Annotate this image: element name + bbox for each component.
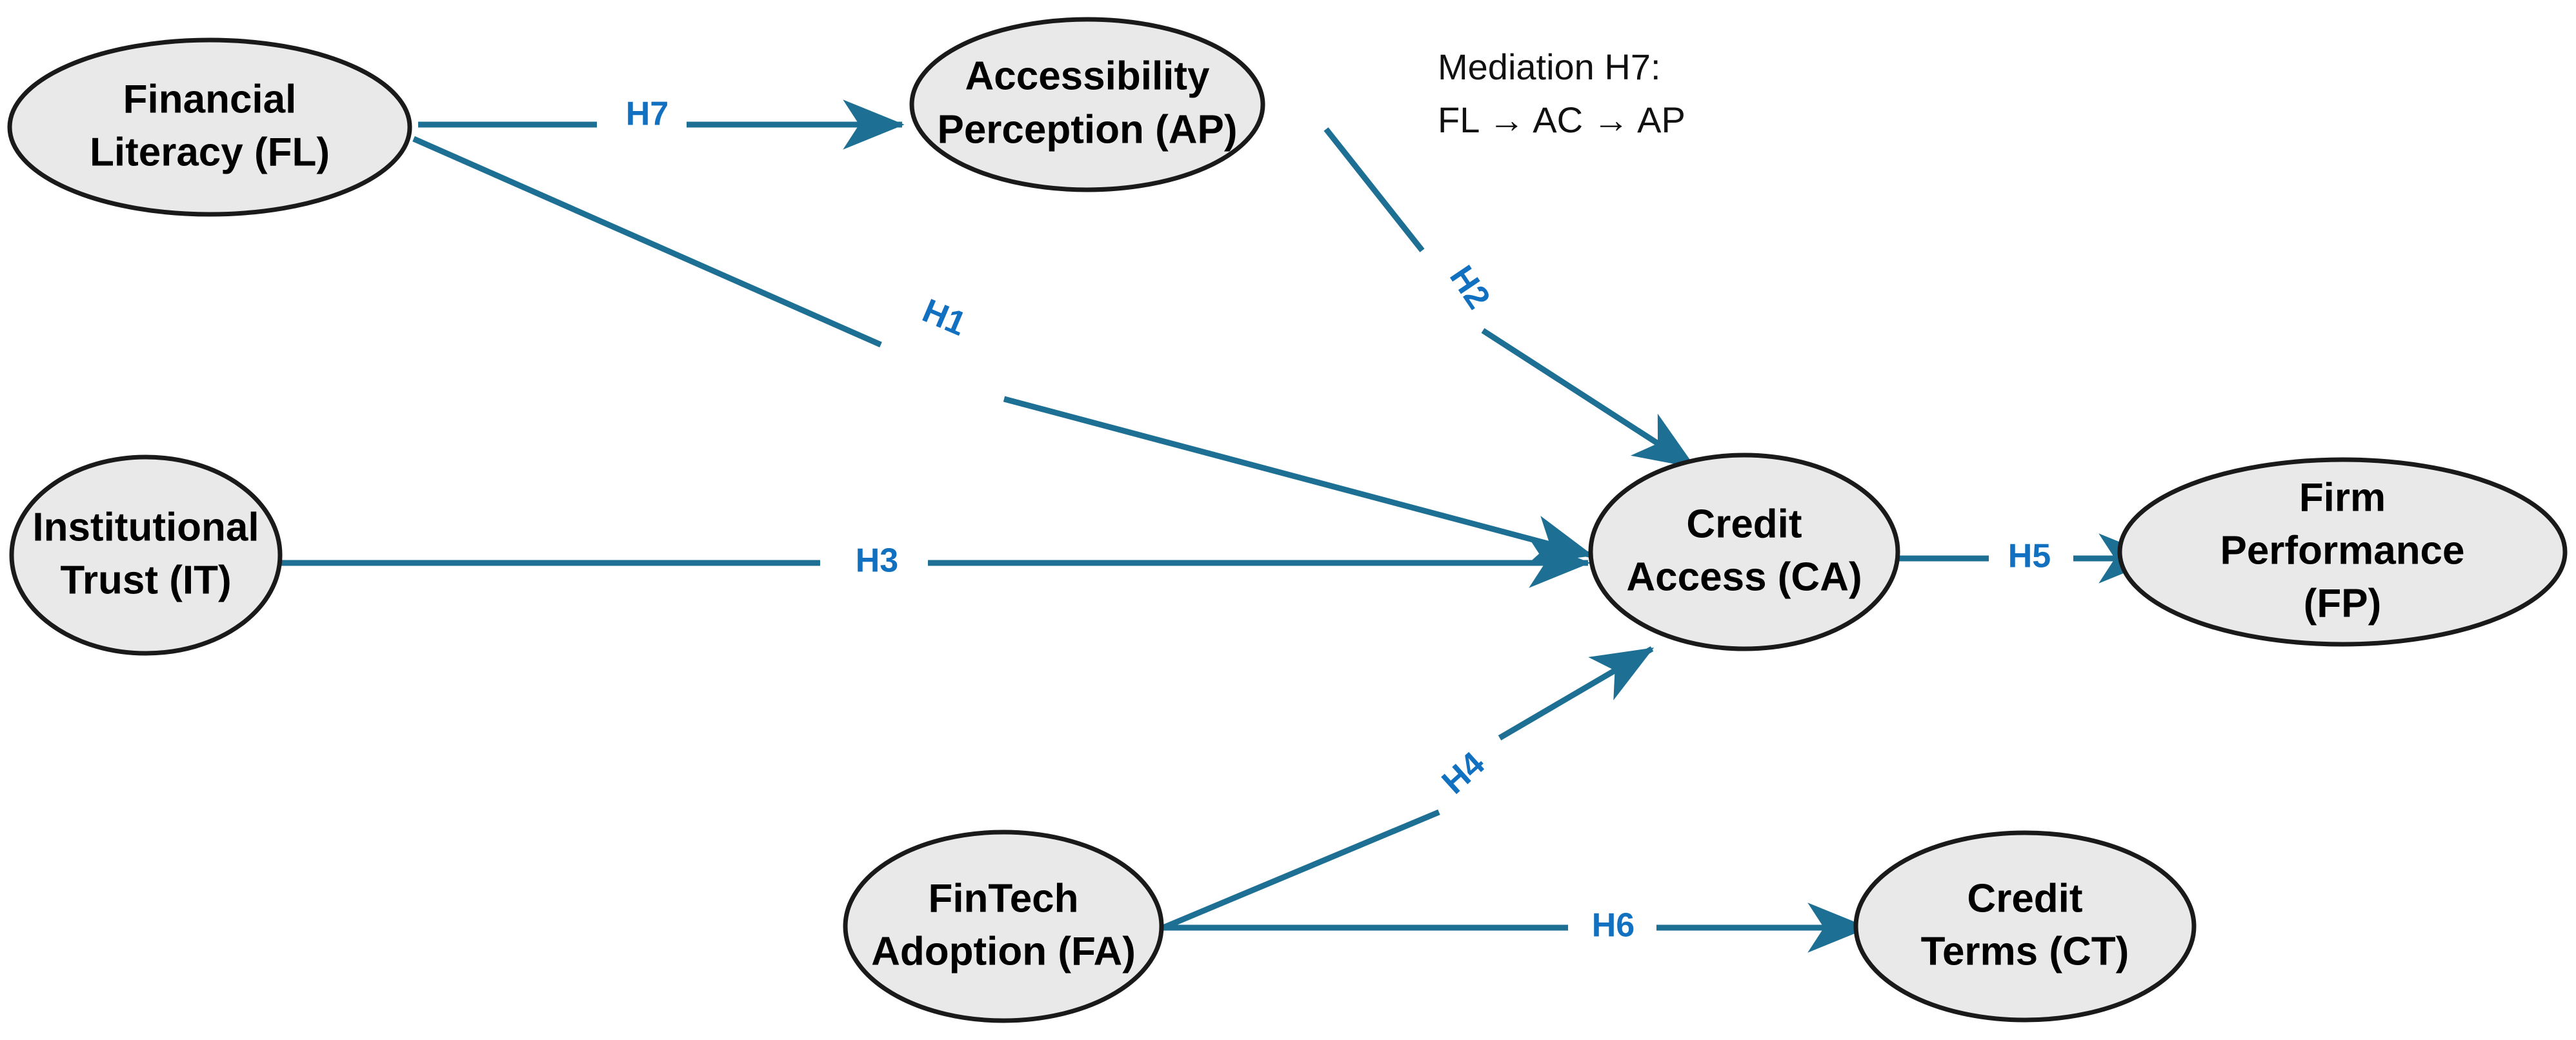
node-accessibility-perception-line-2: Perception (AP) bbox=[937, 107, 1237, 152]
node-firm-performance-line-2: Performance bbox=[2220, 528, 2464, 573]
node-financial-literacy-line-2: Literacy (FL) bbox=[90, 130, 330, 174]
node-credit-access-line-2: Access (CA) bbox=[1626, 555, 1862, 599]
edge-label-h1[interactable]: H1 bbox=[917, 292, 971, 343]
node-institutional-trust-shape bbox=[9, 454, 283, 656]
node-credit-access-line-1: Credit bbox=[1686, 502, 1802, 546]
node-credit-terms[interactable]: Credit Terms (CT) bbox=[1853, 830, 2197, 1023]
node-credit-access-shape bbox=[1588, 453, 1900, 651]
edges-layer bbox=[280, 99, 2160, 953]
edge-label-h7[interactable]: H7 bbox=[626, 96, 669, 133]
node-firm-performance-line-1: Firm bbox=[2299, 475, 2386, 520]
node-fintech-adoption-shape bbox=[843, 830, 1164, 1023]
node-financial-literacy-line-1: Financial bbox=[123, 77, 297, 121]
node-institutional-trust-line-2: Trust (IT) bbox=[60, 558, 231, 602]
mediation-note: Mediation H7: FL → AC → AP bbox=[1438, 46, 1685, 140]
node-firm-performance[interactable]: Firm Performance (FP) bbox=[2117, 457, 2568, 647]
node-financial-literacy-shape bbox=[7, 37, 412, 217]
node-accessibility-perception-line-1: Accessibility bbox=[965, 54, 1210, 98]
edge-h2-segment-b bbox=[1481, 328, 1696, 469]
edge-h4-segment-b bbox=[1498, 646, 1655, 740]
node-fintech-adoption-line-2: Adoption (FA) bbox=[871, 929, 1136, 974]
node-firm-performance-line-3: (FP) bbox=[2304, 581, 2382, 626]
edge-h4-segment-a bbox=[1160, 809, 1440, 932]
mediation-note-line-2: FL → AC → AP bbox=[1438, 99, 1685, 140]
node-fintech-adoption[interactable]: FinTech Adoption (FA) bbox=[843, 830, 1164, 1023]
edge-label-h2[interactable]: H2 bbox=[1442, 259, 1497, 316]
edge-h1-segment-a bbox=[412, 136, 882, 348]
edge-h1-segment-b bbox=[1003, 396, 1594, 564]
mediation-note-line-1: Mediation H7: bbox=[1438, 46, 1661, 87]
node-credit-terms-line-2: Terms (CT) bbox=[1921, 929, 2129, 974]
node-fintech-adoption-line-1: FinTech bbox=[928, 876, 1078, 921]
edge-label-h6[interactable]: H6 bbox=[1592, 907, 1635, 944]
nodes-layer: Financial Literacy (FL) Accessibility Pe… bbox=[7, 17, 2568, 1023]
node-credit-access[interactable]: Credit Access (CA) bbox=[1588, 453, 1900, 651]
edge-label-h4[interactable]: H4 bbox=[1435, 745, 1492, 802]
edge-label-h5[interactable]: H5 bbox=[2008, 538, 2051, 575]
node-accessibility-perception[interactable]: Accessibility Perception (AP) bbox=[909, 17, 1265, 192]
node-institutional-trust[interactable]: Institutional Trust (IT) bbox=[9, 454, 283, 656]
edge-label-h3[interactable]: H3 bbox=[856, 542, 898, 580]
node-credit-terms-shape bbox=[1853, 830, 2197, 1023]
node-accessibility-perception-shape bbox=[909, 17, 1265, 192]
edge-h1[interactable] bbox=[412, 136, 1594, 564]
edge-h4[interactable] bbox=[1160, 646, 1655, 932]
node-financial-literacy[interactable]: Financial Literacy (FL) bbox=[7, 37, 412, 217]
node-credit-terms-line-1: Credit bbox=[1967, 876, 2082, 921]
edge-h2-segment-a bbox=[1323, 127, 1425, 252]
node-firm-performance-shape bbox=[2117, 457, 2568, 647]
edge-h2[interactable] bbox=[1323, 127, 1696, 469]
node-institutional-trust-line-1: Institutional bbox=[32, 505, 259, 549]
